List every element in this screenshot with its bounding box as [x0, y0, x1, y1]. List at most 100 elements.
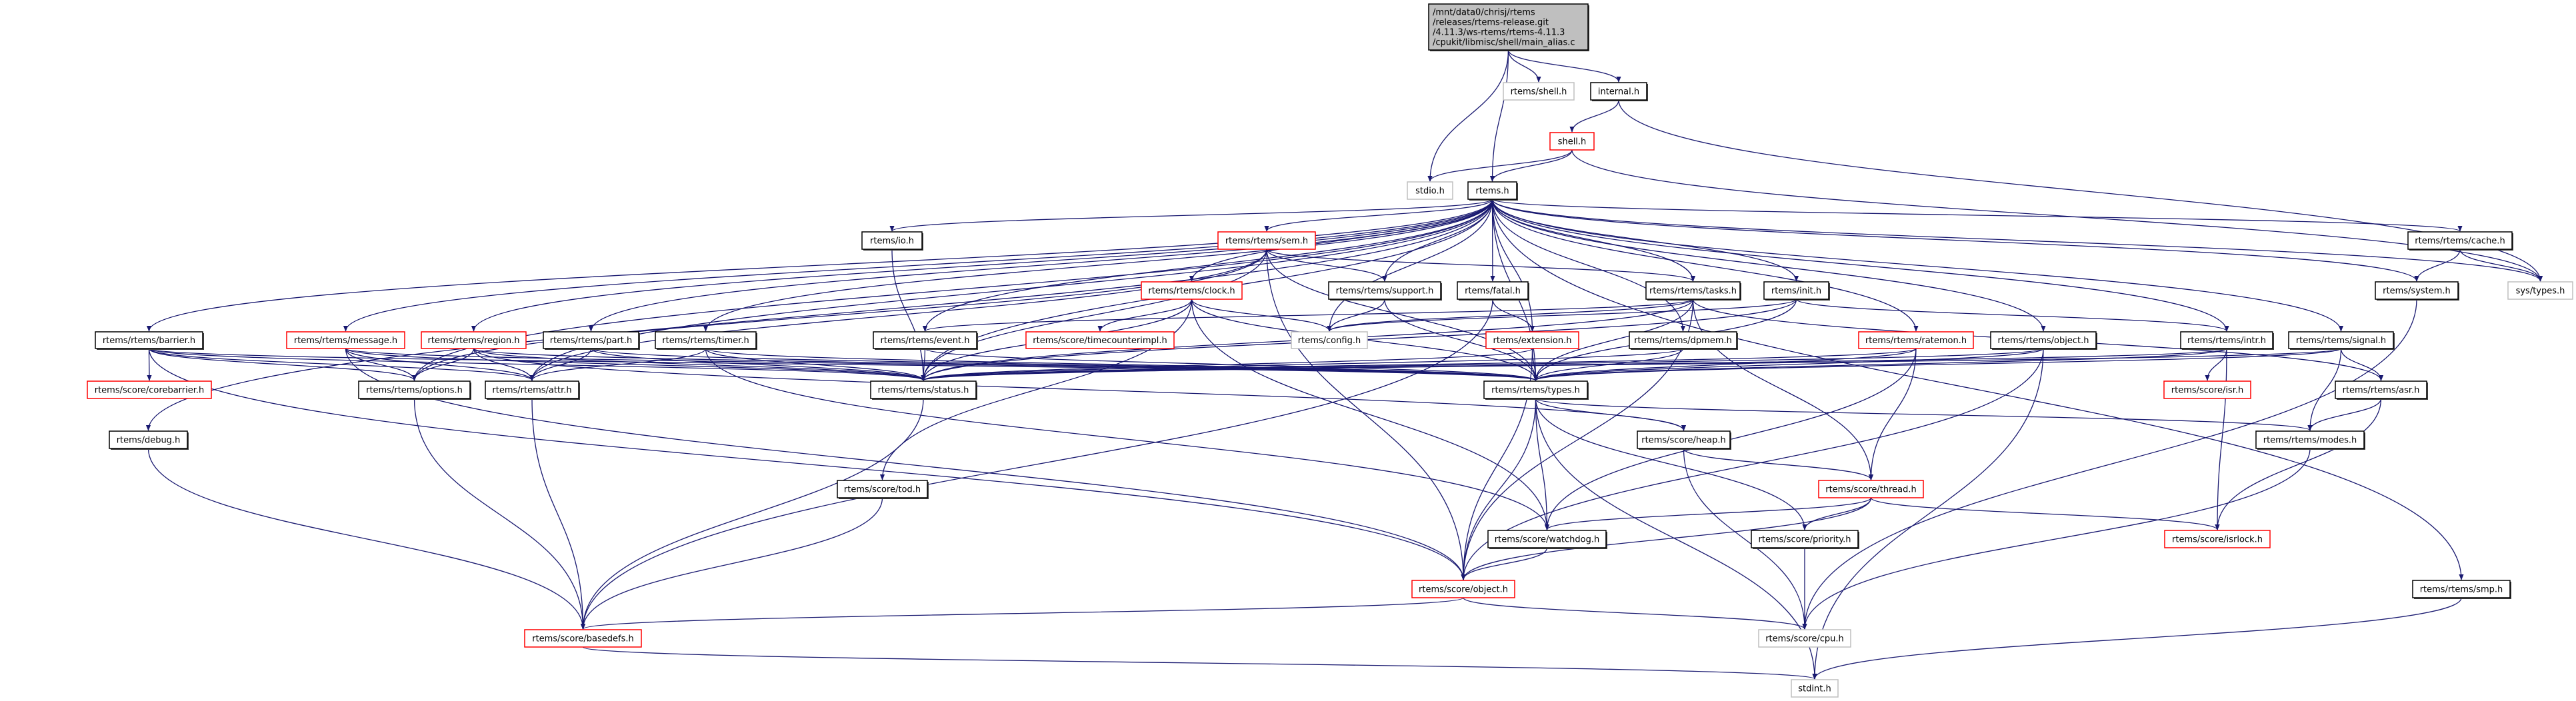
node-options[interactable]: rtems/rtems/options.h [358, 380, 471, 400]
edge-asr-to-isrlock [2215, 398, 2382, 530]
node-tasks[interactable]: rtems/rtems/tasks.h [1645, 281, 1741, 301]
node-box [2255, 430, 2365, 449]
node-timer[interactable]: rtems/rtems/timer.h [655, 331, 757, 350]
node-cache[interactable]: rtems/rtems/cache.h [2407, 231, 2513, 251]
node-label: rtems/score/isrlock.h [2172, 535, 2263, 545]
node-label: rtems/fatal.h [1465, 287, 1521, 297]
node-clock[interactable]: rtems/rtems/clock.h [1141, 281, 1243, 300]
node-heap[interactable]: rtems/score/heap.h [1637, 430, 1731, 450]
node-label: rtems/score/corebarrier.h [95, 386, 205, 396]
node-message[interactable]: rtems/rtems/message.h [286, 331, 405, 349]
node-label: rtems/rtems/tasks.h [1649, 287, 1737, 297]
edge-types-to-stdint [1535, 398, 1817, 680]
node-label: rtems/rtems/sem.h [1225, 237, 1308, 247]
node-basedefs[interactable]: rtems/score/basedefs.h [524, 629, 642, 648]
edge-rtems-to-event [922, 199, 1493, 332]
node-box [485, 380, 579, 399]
node-box [1758, 629, 1851, 648]
node-ratemon[interactable]: rtems/rtems/ratemon.h [1858, 331, 1974, 349]
node-label: rtems/score/watchdog.h [1495, 535, 1599, 545]
node-label: rtems/extension.h [1493, 336, 1571, 346]
edge-intr-to-isr [2205, 348, 2227, 381]
edge-tasks-to-sobject [1461, 299, 1694, 580]
node-box [358, 380, 471, 399]
node-box [1141, 281, 1243, 300]
node-isrlock[interactable]: rtems/score/isrlock.h [2164, 530, 2271, 548]
node-box [1485, 331, 1579, 349]
node-event[interactable]: rtems/rtems/event.h [873, 331, 978, 350]
node-fatal[interactable]: rtems/fatal.h [1457, 281, 1529, 301]
edge-sobject-to-cpu [1463, 597, 1807, 630]
edge-thread-to-sobject [1461, 497, 1872, 580]
node-label: shell.h [1558, 137, 1587, 147]
node-sem[interactable]: rtems/rtems/sem.h [1217, 231, 1316, 250]
nodes-layer: /mnt/data0/chrisj/rtems/releases/rtems-r… [87, 3, 2573, 698]
node-label: rtems/rtems/status.h [878, 386, 969, 396]
node-box [2163, 380, 2251, 399]
node-box [109, 430, 188, 449]
node-extension[interactable]: rtems/extension.h [1485, 331, 1579, 349]
edge-internal-to-systypes [1618, 99, 2543, 282]
node-priority[interactable]: rtems/score/priority.h [1751, 530, 1859, 549]
node-modes[interactable]: rtems/rtems/modes.h [2255, 430, 2365, 450]
edge-rtems-to-ratemon [1491, 199, 1919, 332]
node-tod[interactable]: rtems/score/tod.h [837, 480, 929, 499]
node-box [1590, 82, 1647, 101]
node-box [1637, 430, 1731, 449]
node-box [1025, 331, 1175, 349]
node-debug[interactable]: rtems/debug.h [109, 430, 189, 450]
node-label: rtems/system.h [2383, 287, 2451, 297]
node-box [286, 331, 405, 349]
node-signal[interactable]: rtems/rtems/signal.h [2288, 331, 2395, 350]
node-support[interactable]: rtems/rtems/support.h [1328, 281, 1442, 301]
edge-part-to-status [590, 348, 926, 381]
node-thread[interactable]: rtems/score/thread.h [1818, 480, 1924, 498]
edge-region-to-options [411, 348, 475, 381]
node-smp[interactable]: rtems/rtems/smp.h [2412, 580, 2511, 599]
edge-timer-to-watchdog [705, 348, 1550, 530]
node-sobject[interactable]: rtems/score/object.h [1411, 580, 1515, 598]
node-shell[interactable]: shell.h [1549, 132, 1595, 151]
node-main: /mnt/data0/chrisj/rtems/releases/rtems-r… [1428, 3, 1589, 51]
node-box [1818, 480, 1924, 498]
node-part[interactable]: rtems/rtems/part.h [543, 331, 640, 350]
node-watchdog[interactable]: rtems/score/watchdog.h [1487, 530, 1607, 549]
node-label: rtems/rtems/types.h [1491, 386, 1580, 396]
node-robject[interactable]: rtems/rtems/object.h [1990, 331, 2097, 350]
edge-message-to-attr [345, 348, 535, 381]
node-asr[interactable]: rtems/rtems/asr.h [2335, 380, 2428, 400]
node-internal[interactable]: internal.h [1590, 82, 1648, 101]
node-init[interactable]: rtems/init.h [1763, 281, 1830, 301]
edge-tasks-to-event [923, 299, 1694, 332]
edge-signal-to-status [921, 348, 2342, 381]
node-status[interactable]: rtems/rtems/status.h [870, 380, 977, 400]
node-label: rtems/io.h [870, 237, 914, 247]
edge-ratemon-to-watchdog [1544, 348, 1917, 530]
edge-thread-to-watchdog [1545, 497, 1872, 530]
node-label: internal.h [1598, 87, 1639, 97]
node-corebarrier[interactable]: rtems/score/corebarrier.h [87, 380, 212, 399]
edge-smp-to-stdint [1812, 597, 2462, 680]
node-system[interactable]: rtems/system.h [2375, 281, 2459, 301]
node-region[interactable]: rtems/rtems/region.h [421, 331, 527, 349]
node-label: rtems/rtems/ratemon.h [1865, 336, 1967, 346]
node-rtems[interactable]: rtems.h [1467, 181, 1518, 201]
edge-types-to-watchdog [1535, 398, 1550, 530]
node-barrier[interactable]: rtems/rtems/barrier.h [95, 331, 204, 350]
node-box [1858, 331, 1974, 349]
node-attr[interactable]: rtems/rtems/attr.h [485, 380, 580, 400]
node-isr[interactable]: rtems/score/isr.h [2163, 380, 2251, 399]
node-intr[interactable]: rtems/rtems/intr.h [2180, 331, 2274, 350]
node-box [1411, 580, 1515, 598]
node-box [1328, 281, 1441, 300]
node-box [2375, 281, 2459, 300]
node-types[interactable]: rtems/rtems/types.h [1483, 380, 1589, 400]
edge-attr-to-basedefs [531, 398, 586, 630]
node-dpmem[interactable]: rtems/rtems/dpmem.h [1629, 331, 1738, 350]
edge-basedefs-to-stdint [582, 646, 1817, 680]
node-box [1457, 281, 1529, 300]
node-timecounterimpl[interactable]: rtems/score/timecounterimpl.h [1025, 331, 1175, 349]
node-io[interactable]: rtems/io.h [861, 231, 923, 251]
edge-tasks-to-config [1327, 299, 1694, 332]
edge-rtems-to-dpmem [1491, 199, 1686, 332]
